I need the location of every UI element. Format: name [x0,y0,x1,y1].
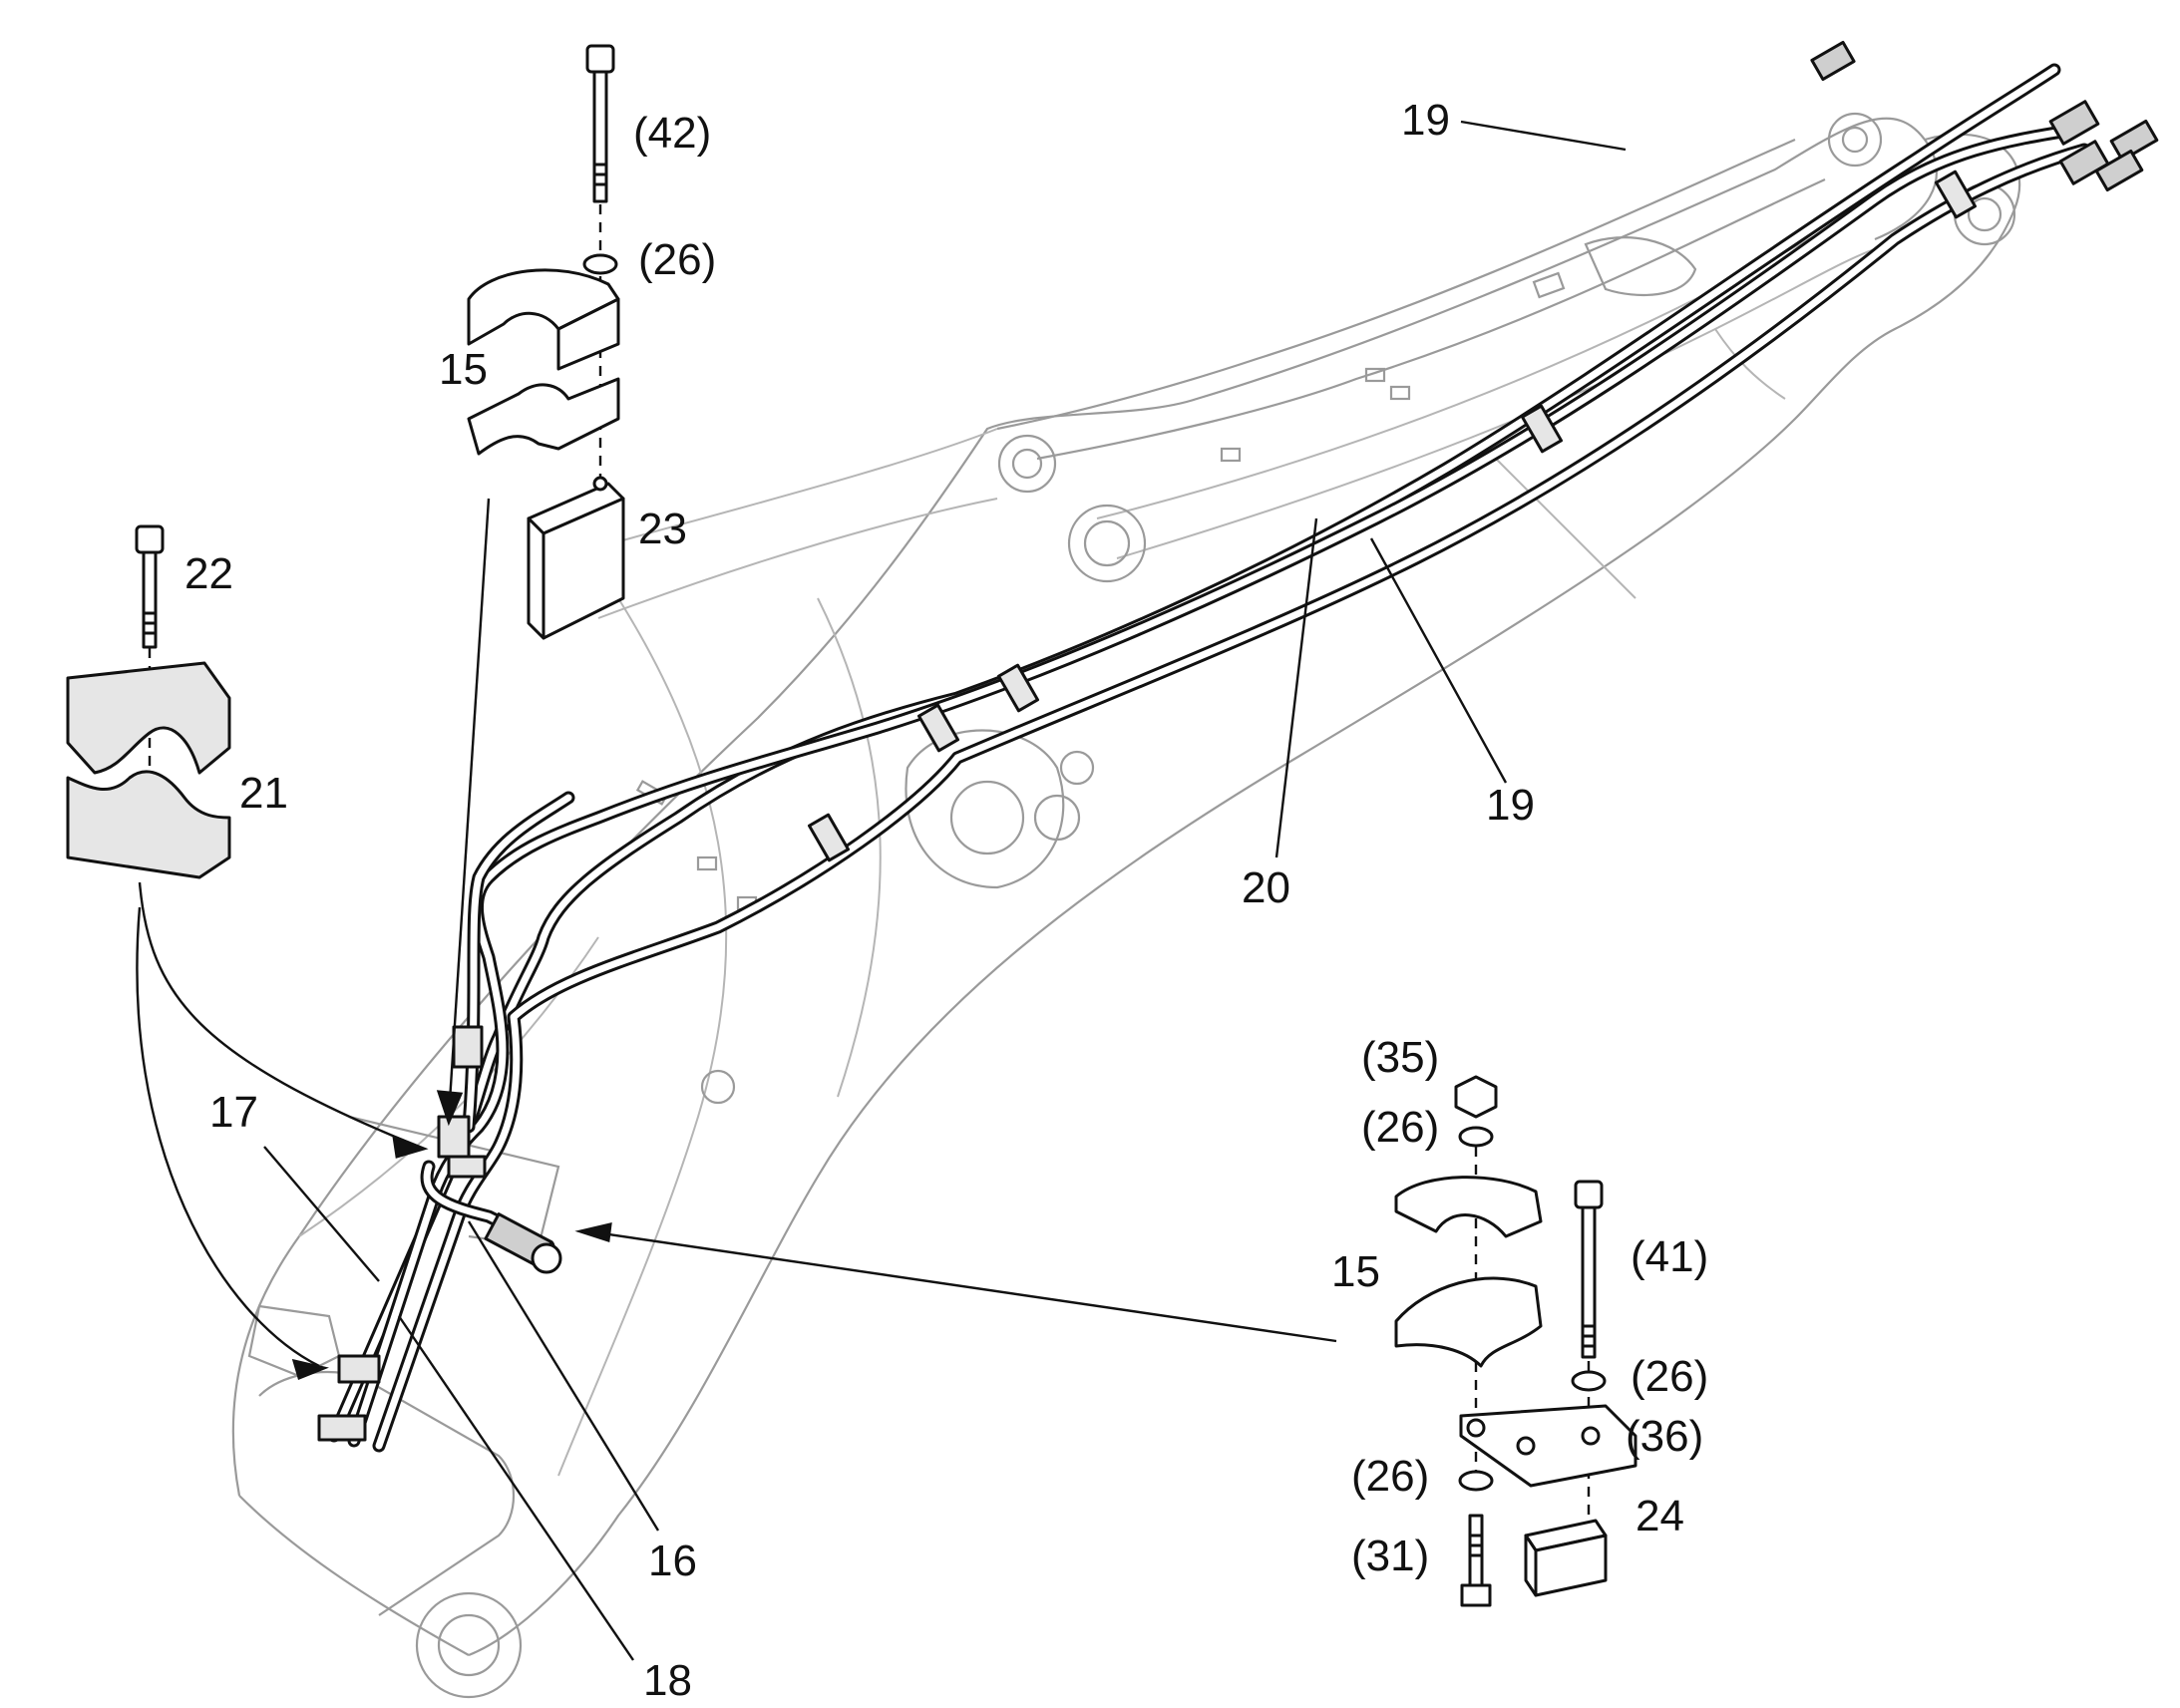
label-19-mid: 19 [1486,781,1535,830]
spacer-block-23-icon [527,476,625,640]
label-24: 24 [1635,1492,1684,1540]
label-18: 18 [643,1656,692,1705]
label-26-b: (26) [1631,1352,1708,1401]
nut-35-icon [1454,1075,1498,1119]
clamp-block-21-lower-icon [66,770,231,879]
label-20: 20 [1242,863,1290,912]
clamp-half-15-right-lower-icon [1394,1276,1543,1368]
label-21: 21 [239,769,288,818]
leader-left-clamp-a [138,881,420,1149]
bolt-41-icon [1574,1180,1604,1359]
washer-26a-icon [1458,1126,1494,1148]
clamp-half-15-lower-icon [467,377,620,456]
bolt-22-icon [135,524,165,649]
clamp-assembly-right [574,1075,1637,1607]
label-41: (41) [1631,1232,1708,1281]
label-17: 17 [209,1088,258,1137]
clamp-block-21-upper-icon [66,661,231,775]
label-26-top: (26) [638,235,716,284]
leader-top-clamp [447,498,491,1118]
label-19-top: 19 [1401,96,1450,145]
label-31: (31) [1351,1532,1429,1580]
label-16: 16 [648,1537,697,1585]
leader-right-clamp [587,1229,1337,1343]
washer-26b-icon [1571,1370,1607,1392]
label-35: (35) [1361,1033,1439,1082]
bolt-42-icon [585,44,615,203]
clamp-assembly-left [66,524,429,1381]
clamp-half-15-upper-icon [467,268,620,346]
clamp-half-15-right-upper-icon [1394,1176,1543,1238]
label-26-a: (26) [1361,1103,1439,1152]
label-42: (42) [633,109,711,158]
washer-26-icon [582,253,618,275]
callout-leaders [263,120,1627,1661]
plate-36-icon [1459,1404,1637,1488]
label-22: 22 [184,549,233,598]
bolt-31-icon [1460,1514,1492,1607]
label-23: 23 [638,505,687,553]
label-26-c: (26) [1351,1452,1429,1501]
hydraulic-pipes [317,40,2159,1453]
label-36: (36) [1626,1412,1703,1461]
spacer-block-24-icon [1524,1519,1608,1597]
clamp-assembly-top [436,44,625,1127]
part-labels: (42) (26) 15 23 22 21 19 19 20 17 16 18 … [184,96,1708,1705]
washer-26c-icon [1458,1470,1494,1492]
label-15-right: 15 [1331,1247,1380,1296]
leader-left-clamp-b [136,906,320,1368]
label-15-top: 15 [439,345,488,394]
